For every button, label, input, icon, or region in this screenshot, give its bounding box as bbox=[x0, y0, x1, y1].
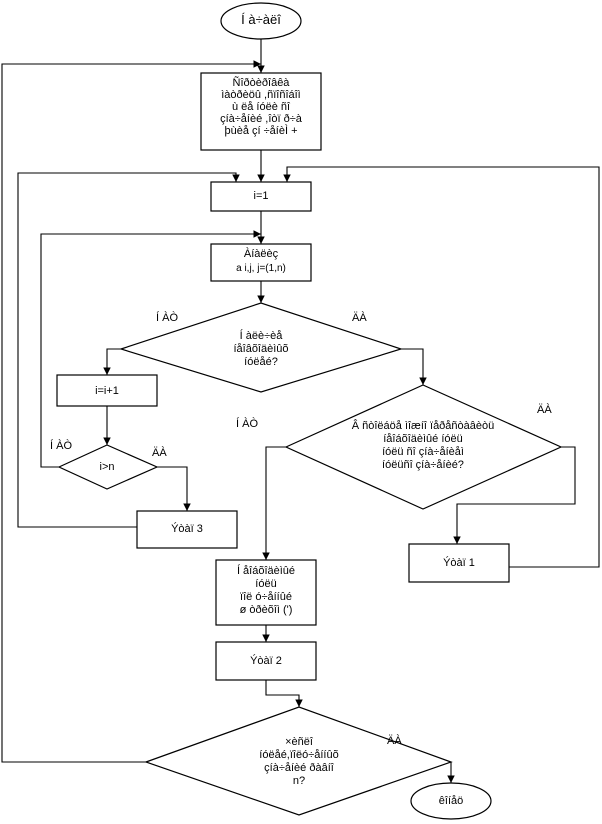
di-no-label: Í ÀÒ bbox=[50, 440, 73, 452]
end-label: êîíåö bbox=[438, 795, 464, 807]
d3-yes-label: ÄÀ bbox=[387, 735, 402, 747]
decision3-line-3: çíà÷åíèé ðàâíî bbox=[264, 762, 334, 774]
edge-step2-d3 bbox=[265, 680, 303, 707]
sort-line-3: ù ëå íóëè ñî bbox=[231, 101, 291, 113]
d2-yes-label: ÄÀ bbox=[537, 404, 552, 416]
decision2-line-2: íåîáõîäèìûé íóëü bbox=[383, 433, 463, 445]
edge-di-no-loop bbox=[40, 230, 261, 468]
decision2-line-3: íóëü ñî çíà÷åíèåì bbox=[382, 446, 464, 458]
sort-block-text: Ñîðòèðîâêà ìàòðèöû ,ñïîñîáîì ù ëå íóëè ñ… bbox=[201, 77, 321, 137]
step3-label: Ýòàï 3 bbox=[171, 523, 203, 535]
edge-d1-no bbox=[103, 348, 121, 375]
increment-label: i=i+1 bbox=[95, 385, 119, 397]
decision-i-label: i>n bbox=[99, 461, 115, 473]
d2-no-label: Í ÀÒ bbox=[236, 418, 259, 430]
step1-label: Ýòàï 1 bbox=[443, 557, 475, 569]
needed-zero-line-4: ø òðèõîì (') bbox=[239, 604, 293, 616]
decision3-line-1: ×èñëî bbox=[285, 736, 313, 748]
step1-block bbox=[408, 543, 510, 583]
analysis-formula: a i,j, j=(1,n) bbox=[236, 263, 286, 274]
sort-line-1: Ñîðòèðîâêà bbox=[232, 77, 290, 89]
edge-d2-no bbox=[262, 446, 286, 560]
di-yes-label: ÄÀ bbox=[152, 447, 167, 459]
needed-zero-line-1: Í åîáõîäèìûé bbox=[236, 565, 296, 577]
edge-d1-yes bbox=[401, 348, 427, 385]
decision3-line-4: n? bbox=[292, 775, 306, 787]
edge-d3-no-loop bbox=[1, 60, 261, 763]
d1-no-label: Í ÀÒ bbox=[156, 312, 179, 324]
needed-zero-line-3: ïîë ó÷åííûé bbox=[240, 591, 292, 603]
analysis-label: Àíàëèç bbox=[243, 248, 279, 260]
decision3-line-2: íóëåé,ïîëó÷åííûõ bbox=[259, 749, 339, 761]
edge-step1-loop bbox=[283, 166, 600, 568]
decision1-line-1: Í àëè÷èå bbox=[239, 330, 283, 342]
decision2-line-1: Â ñòîëáöå ìîæíî ïåðåñòàâèòü bbox=[351, 420, 495, 432]
sort-line-4: çíà÷åíèé ,îòï ð÷à bbox=[220, 113, 302, 125]
decision1-line-3: íóëåé? bbox=[244, 356, 278, 368]
sort-line-2: ìàòðèöû ,ñïîñîáîì bbox=[221, 89, 301, 101]
edge-di-yes bbox=[157, 466, 191, 511]
decision1-line-2: íåîâõîäèìûõ bbox=[233, 343, 289, 355]
decision2-line-4: íóëüñî çíà÷åíèé? bbox=[382, 459, 464, 471]
start-label: Í à÷àëî bbox=[241, 12, 281, 27]
needed-zero-line-2: íóëü bbox=[255, 578, 277, 590]
step2-label: Ýòàï 2 bbox=[250, 655, 282, 667]
d1-yes-label: ÄÀ bbox=[352, 312, 367, 324]
edge-d2-yes bbox=[453, 446, 576, 544]
init-label: i=1 bbox=[253, 190, 269, 202]
edge-step3-loop bbox=[17, 172, 240, 528]
sort-line-5: þùèå çí ÷åíèÌ + bbox=[224, 125, 298, 137]
decision-count bbox=[144, 706, 453, 816]
